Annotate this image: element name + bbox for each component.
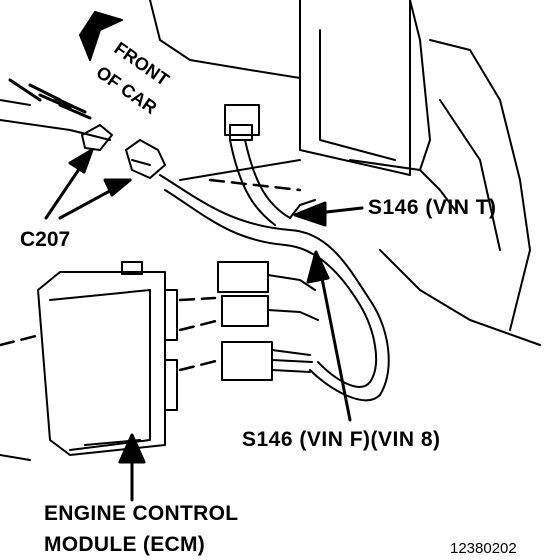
c207-label: C207 (20, 228, 71, 251)
c207-connector (81, 124, 166, 179)
ecm-module (37, 261, 178, 456)
dashboard-panel-outline (0, 0, 541, 461)
c207-pointer-arrows (44, 148, 132, 220)
s146-vin-f-vin-8-label: S146 (VIN F)(VIN 8) (242, 428, 441, 451)
figure-number: 12380202 (450, 540, 517, 557)
main-wire-harness (159, 139, 390, 402)
alignment-dashes (0, 178, 302, 372)
harness-strands (8, 78, 92, 120)
s146-vin-t-pointer-arrow (293, 201, 364, 227)
s146-vin-f-pointer-arrow (306, 250, 352, 422)
ecm-connector-lower (221, 341, 313, 381)
ecm-connector-upper (217, 261, 319, 327)
front-of-car-arrow-icon (79, 11, 123, 61)
ecm-label-line1: ENGINE CONTROL (44, 502, 239, 525)
s146-vin-t-label: S146 (VIN T) (368, 196, 497, 219)
ecm-label-line2: MODULE (ECM) (44, 533, 206, 556)
ecm-pointer-arrow (118, 433, 146, 502)
upper-harness-connector (224, 104, 260, 141)
